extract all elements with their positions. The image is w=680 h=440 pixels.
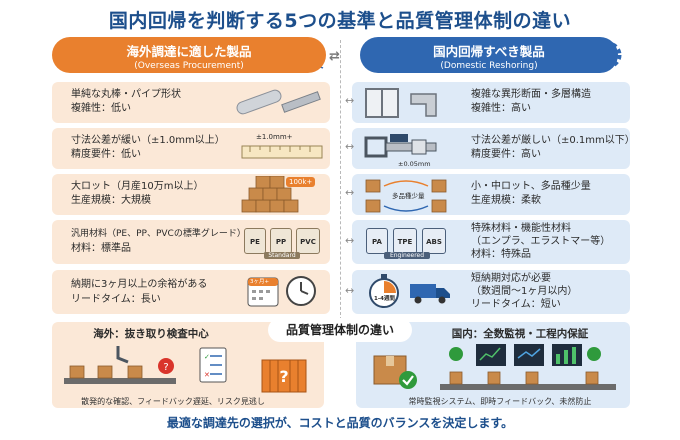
calendar-icon [247,277,279,307]
micrometer-illustration [364,134,437,158]
row-5-left-bullet-2: リードタイム：長い [71,294,161,305]
domestic-header-title: 国内回帰すべき製品 [433,44,545,59]
row-4-left-bullet-1: 汎用材料（PE、PP、PVCの標準グレード） [71,229,246,239]
row-5-left-bullet-1: 納期に3ヶ月以上の余裕がある [71,279,208,290]
row-5-right-bullet-3: リードタイム：短い [471,299,561,310]
row-1-right-bullet-1: 複雑な異形断面・多層構造 [471,89,591,100]
bag-pa: PA [366,228,388,254]
bag-pp: PP [270,228,292,254]
row-1-arrow-icon: ↔ [345,94,355,107]
lot-badge: 100k+ [286,177,316,187]
row-2-right-bullet-1: 寸法公差が厳しい（±0.1mm以下） [471,135,635,146]
svg-text:✓: ✓ [204,353,210,361]
overseas-header-subtitle: (Overseas Procurement) [134,61,244,71]
overseas-quality-title: 海外：抜き取り検査中心 [93,328,209,340]
standard-bags-illustration: PE PP PVC Standard [244,224,324,260]
row-3-right-bullet-1: 小・中ロット、多品種少量 [471,181,591,192]
domestic-quality-title: 国内：全数監視・工程内保証 [451,328,589,340]
footer-message: 最適な調達先の選択が、コストと品質のバランスを決定します。 [166,416,514,430]
engineered-label: Engineered [384,252,430,259]
row-1-left-bullet-2: 複雑性：低い [71,103,131,114]
svg-text:✕: ✕ [204,371,210,379]
container-question-illustration: ? [261,359,307,393]
row-4-right-bullet-3: 材料：特殊品 [471,249,531,260]
domestic-header: 国内回帰すべき製品 (Domestic Reshoring) [360,37,618,73]
row-5-right-line-2: （数週間〜1ヶ月以内） [471,286,578,297]
ruler-illustration [241,145,323,159]
row-4-left-bullet-2: 材料：標準品 [71,243,131,254]
boxes-stack-illustration [241,176,299,213]
domestic-header-subtitle: (Domestic Reshoring) [440,61,538,71]
domestic-quality-notes: 常時監視システム、即時フィードバック、未然防止 [408,397,592,406]
profile-section-illustration [365,88,437,118]
row-1-right-bullet-2: 複雑性：高い [471,103,531,114]
engineered-bags-illustration: PA TPE ABS Engineered [366,224,450,260]
row-3-right [352,174,630,215]
standard-label: Standard [264,252,300,259]
svg-text:?: ? [279,367,288,386]
small-lot-label: 多品種少量 [392,192,425,200]
page-title: 国内回帰を判断する5つの基準と品質管理体制の違い [108,10,572,32]
small-lot-boxes-illustration [365,179,447,213]
row-5-arrow-icon: ↔ [345,284,355,297]
row-2-left-bullet-2: 精度要件：低い [71,149,141,160]
quality-section-title: 品質管理体制の違い [268,318,412,342]
overseas-header-title: 海外調達に適した製品 [126,44,252,59]
row-3-arrow-icon: ↔ [345,186,355,199]
row-4-right-line-2: （エンプラ、エラストマー等） [471,236,611,247]
ruler-label: ±1.0mm+ [256,133,293,141]
row-3-left-bullet-1: 大ロット（月産10万m以上） [71,181,204,192]
svg-text:?: ? [163,362,168,373]
verified-box-icon [373,355,417,389]
row-3-left-bullet-2: 生産規模：大規模 [71,195,151,206]
row-4-right-bullet-1: 特殊材料・機能性材料 [471,223,571,234]
checklist-icon: ✓ ✕ [199,347,227,383]
row-5-left [52,270,330,314]
stopwatch-label: 1-4週間 [374,296,395,302]
caliper-label: ±0.05mm [398,160,431,168]
row-1-left [52,82,330,123]
bag-tpe: TPE [393,228,417,254]
overseas-quality-notes: 散発的な確認、フィードバック遅延、リスク見逃し [81,397,265,406]
bag-pe: PE [244,228,266,254]
row-4-arrow-icon: ↔ [345,234,355,247]
monitoring-line-illustration [440,344,616,390]
row-2-right-bullet-2: 精度要件：高い [471,149,541,160]
pipe-bar-illustration [236,89,321,115]
row-2-arrow-icon: ↔ [345,140,355,153]
center-divider [340,40,341,320]
row-1-left-bullet-1: 単純な丸棒・パイプ形状 [71,89,181,100]
overseas-header: 海外調達に適した製品 (Overseas Procurement) [52,37,326,73]
bag-pvc: PVC [296,228,320,254]
delivery-truck-icon [410,284,450,304]
bag-abs: ABS [422,228,446,254]
row-5-right-bullet-1: 短納期対応が必要 [471,273,551,284]
row-3-right-bullet-2: 生産規模：柔軟 [471,195,541,206]
calendar-label: 3ヶ月+ [250,279,270,285]
sampling-conveyor-illustration: ? [64,346,176,384]
stopwatch-icon [369,274,399,308]
clock-icon [286,276,316,306]
exchange-arrow-icon: ⇄ [329,49,340,64]
row-2-left-bullet-1: 寸法公差が緩い（±1.0mm以上） [71,135,225,146]
